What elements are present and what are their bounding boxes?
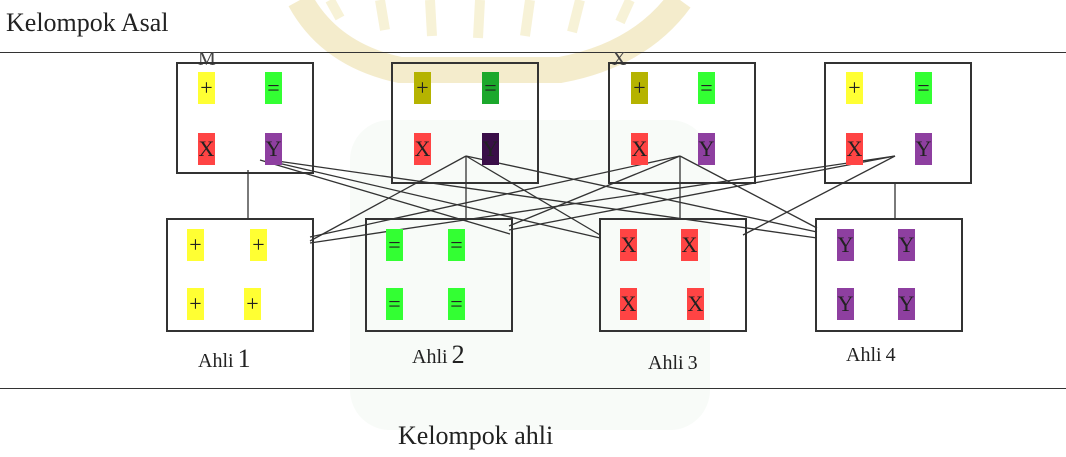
connector-line [508, 155, 896, 231]
home-token-3-4: Y [698, 133, 715, 165]
home-group-box [176, 62, 314, 174]
home-token-1-1: + [198, 72, 215, 104]
expert-caption-3: Ahli 3 [648, 352, 698, 374]
home-token-4-4: Y [915, 133, 932, 165]
home-token-1-3: X [198, 133, 215, 165]
expert-token-1-4: + [244, 288, 261, 320]
expert-token-3-2: X [681, 229, 698, 261]
home-token-2-3: X [414, 133, 431, 165]
home-token-1-2: = [265, 72, 282, 104]
home-token-4-3: X [846, 133, 863, 165]
home-group-box [391, 62, 539, 184]
stray-letter-m: M [198, 48, 216, 70]
home-token-3-1: + [631, 72, 648, 104]
connector-line [309, 155, 896, 244]
home-group-box [608, 62, 756, 184]
home-token-4-2: = [915, 72, 932, 104]
home-token-1-4: Y [265, 133, 282, 165]
connector-line [264, 159, 601, 239]
expert-token-3-3: X [620, 288, 637, 320]
home-token-2-4: Y [482, 133, 499, 165]
expert-token-4-1: Y [837, 229, 854, 261]
expert-token-4-2: Y [898, 229, 915, 261]
connector-line [508, 155, 681, 227]
connector-line [679, 155, 818, 229]
expert-group-title: Kelompok ahli [398, 421, 554, 450]
expert-caption-2: Ahli 2 [412, 340, 465, 369]
connector-line [742, 155, 896, 236]
expert-token-2-1: = [386, 229, 403, 261]
top-divider [0, 52, 1066, 53]
expert-token-2-4: = [448, 288, 465, 320]
bottom-divider [0, 388, 1066, 389]
expert-token-3-1: X [620, 229, 637, 261]
stray-letter-x: X [612, 48, 627, 70]
expert-caption-1: Ahli 1 [198, 344, 251, 373]
home-token-3-2: = [698, 72, 715, 104]
connector-line [309, 155, 681, 238]
expert-token-1-3: + [187, 288, 204, 320]
home-group-title: Kelompok Asal [6, 8, 169, 37]
expert-token-2-2: = [448, 229, 465, 261]
expert-token-4-4: Y [898, 288, 915, 320]
home-token-3-3: X [631, 133, 648, 165]
connector-line [309, 155, 467, 242]
home-token-2-1: + [414, 72, 431, 104]
expert-caption-4: Ahli 4 [846, 344, 896, 366]
expert-token-1-1: + [187, 229, 204, 261]
connector-line [269, 159, 818, 239]
home-token-2-2: = [482, 72, 499, 104]
expert-token-2-3: = [386, 288, 403, 320]
home-token-4-1: + [846, 72, 863, 104]
expert-token-3-4: X [687, 288, 704, 320]
home-group-box [824, 62, 972, 184]
expert-group-box [166, 218, 314, 332]
expert-token-4-3: Y [837, 288, 854, 320]
connector-line [465, 155, 601, 236]
expert-token-1-2: + [250, 229, 267, 261]
expert-group-box [365, 218, 513, 332]
expert-group-box [815, 218, 963, 332]
expert-group-box [599, 218, 747, 332]
